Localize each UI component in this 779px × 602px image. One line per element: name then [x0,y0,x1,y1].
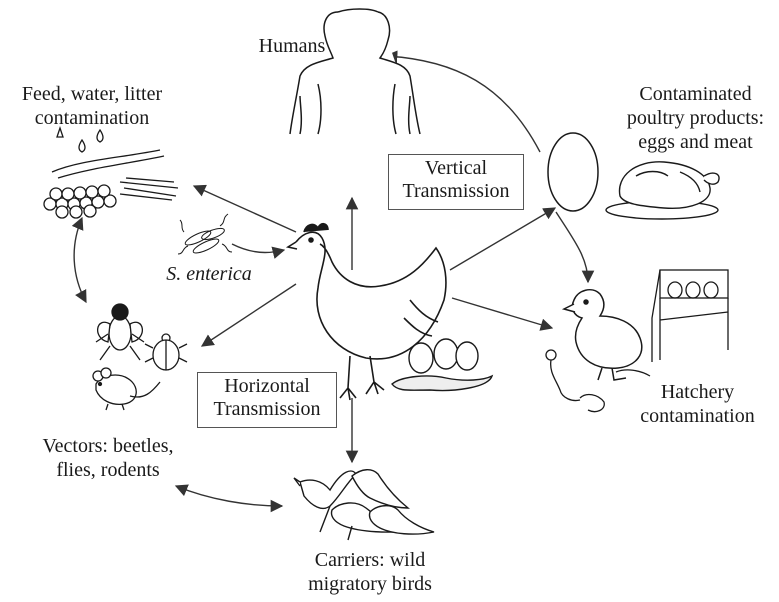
box-vertical-transmission: Vertical Transmission [388,154,524,210]
label-carriers: Carriers: wild migratory birds [290,548,450,596]
salmonella-bacteria-icon [178,214,232,256]
beetle-icon [145,334,187,370]
label-vectors: Vectors: beetles, flies, rodents [20,434,196,482]
label-humans: Humans [238,34,346,58]
egg-icon [548,133,598,211]
label-contaminated-poultry-products: Contaminated poultry products: eggs and … [612,82,779,154]
arrow-hen-to-feed [194,186,296,232]
wild-birds-icon [294,470,434,540]
arrow-hen-to-egg [450,208,555,270]
arrow-egg-to-chick [556,212,588,282]
label-s-enterica: S. enterica [150,262,268,286]
arrow-hen-to-chick [452,298,552,328]
arrow-vectors-birds [176,486,282,506]
fly-icon [96,304,144,360]
feed-contamination-icon [44,128,178,218]
rodent-icon [93,368,160,410]
label-feed-water-litter: Feed, water, litter contamination [0,82,184,130]
box-horizontal-transmission: Horizontal Transmission [197,372,337,428]
chick-icon [564,290,642,380]
roast-chicken-icon [606,162,719,219]
label-hatchery-contamination: Hatchery contamination [616,380,779,428]
arrow-bacteria-to-hen [232,244,284,252]
human-silhouette-icon [290,9,420,134]
arrow-hen-to-vectors [202,284,296,346]
hatchery-tray-icon [652,270,728,362]
arrow-feed-vectors [74,218,86,302]
